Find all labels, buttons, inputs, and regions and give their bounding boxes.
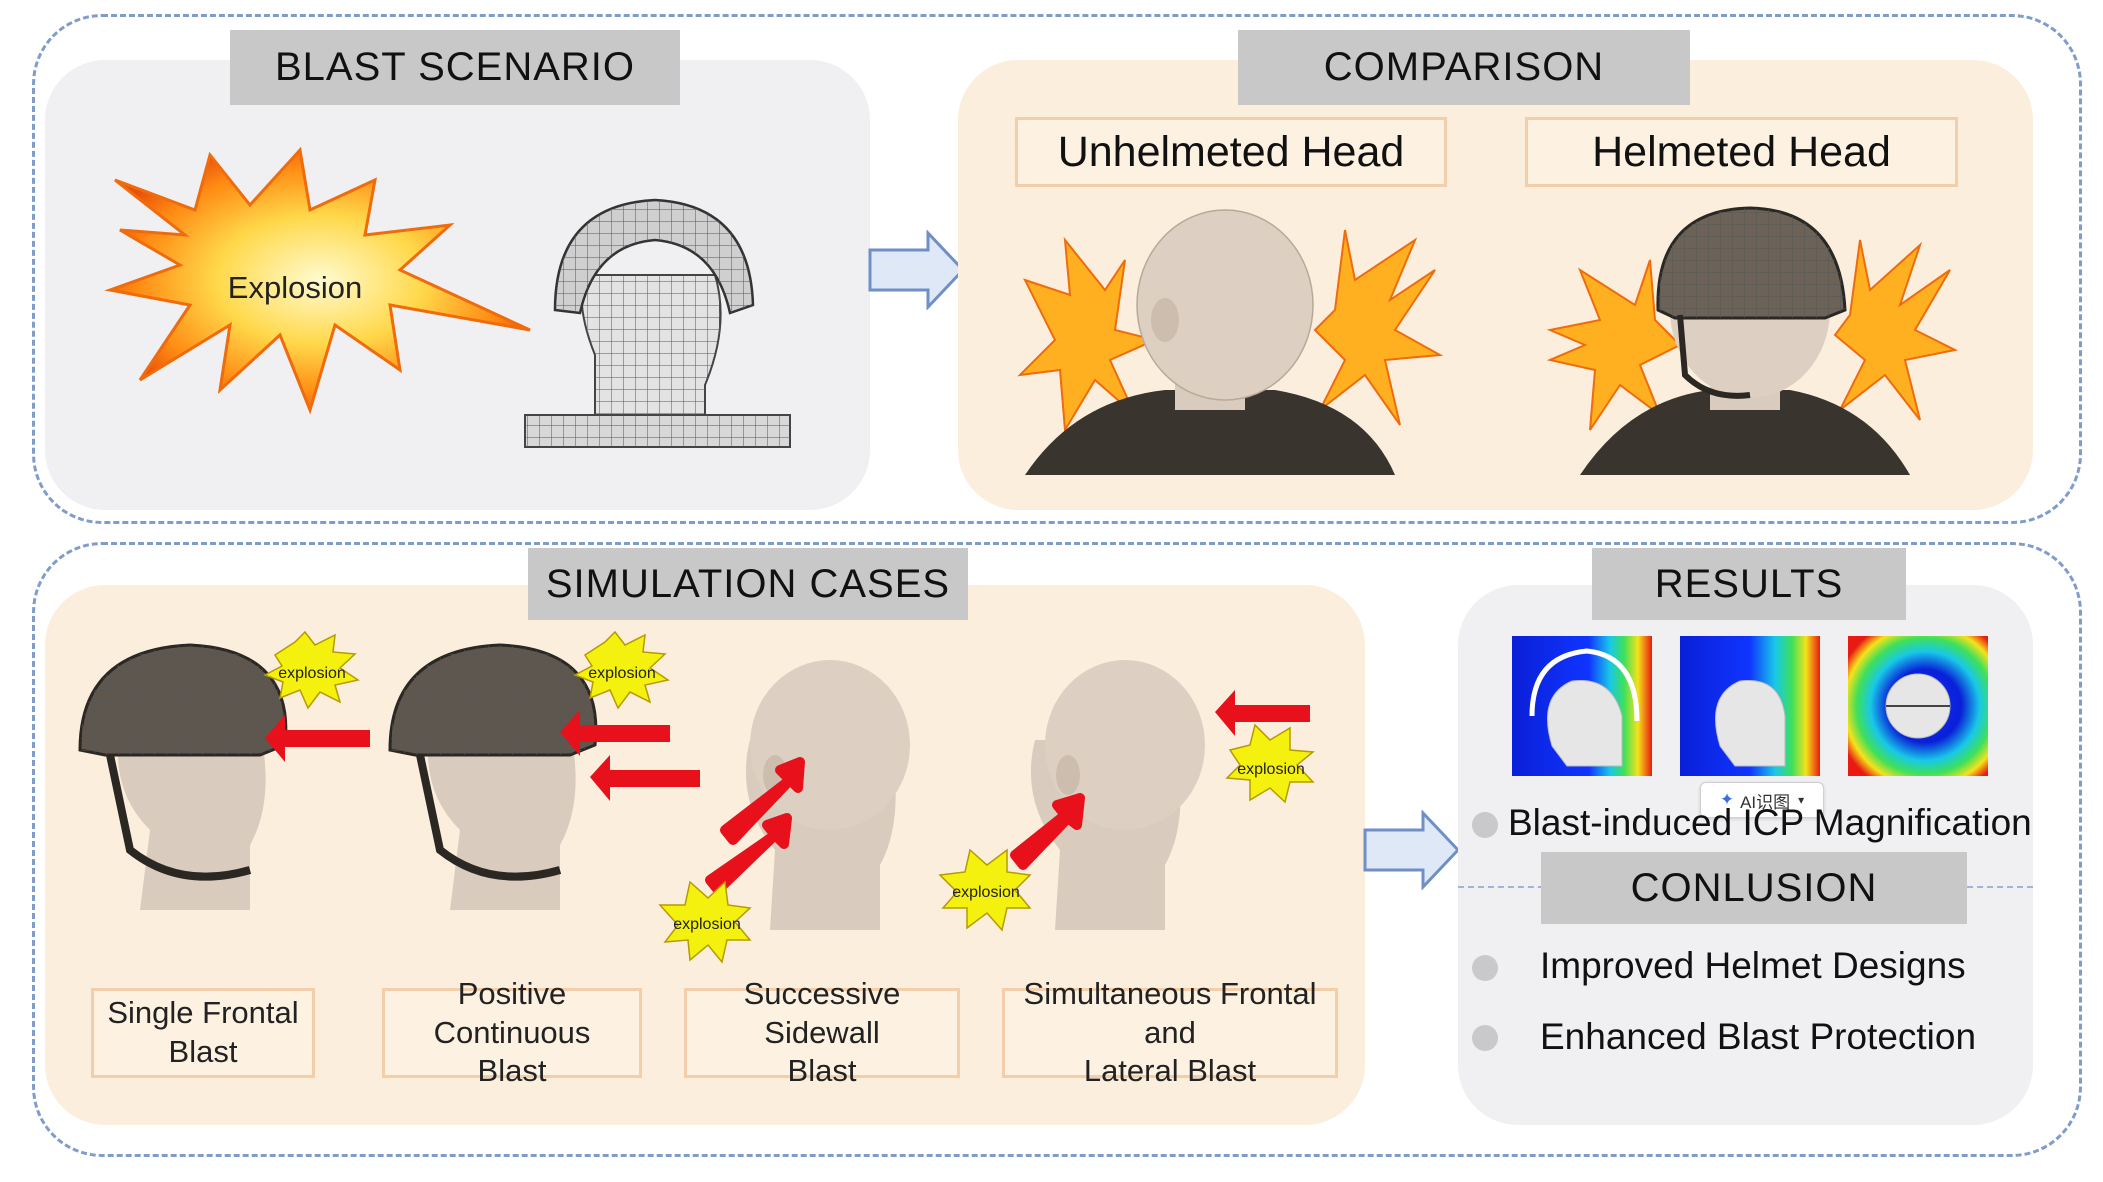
blast-scenario-title: BLAST SCENARIO: [230, 30, 680, 105]
ai-recognize-badge[interactable]: ✦ AI识图 ▾: [1700, 782, 1824, 818]
bullet-icon: [1472, 812, 1498, 838]
comparison-title: COMPARISON: [1238, 30, 1690, 105]
bottom-group-border: [32, 542, 2082, 1157]
case-single-frontal-illustration: explosion: [78, 630, 370, 910]
conclusion-item: Enhanced Blast Protection: [1540, 1016, 1977, 1057]
red-arrow-icon: [590, 755, 700, 801]
results-finding: Blast-induced ICP Magnification: [1508, 802, 2032, 843]
explosion-burst-icon: [263, 630, 360, 710]
burst-label: explosion: [952, 884, 1020, 901]
case-label-line2: Blast: [168, 1034, 238, 1069]
icp-result-map-2: [1680, 636, 1820, 776]
red-arrow-icon: [560, 710, 670, 756]
red-arrow-icon: [265, 715, 370, 762]
case-label-line2: Blast: [787, 1053, 857, 1089]
unhelmeted-head-illustration: [1017, 209, 1444, 475]
explosion-label: Explosion: [228, 270, 362, 305]
unhelmeted-head-label: Unhelmeted Head: [1015, 117, 1447, 187]
case-simultaneous-frontal-lateral-illustration: explosion explosion: [938, 660, 1315, 932]
bullet-icon: [1472, 955, 1498, 981]
burst-label: explosion: [278, 665, 346, 682]
conclusion-item: Improved Helmet Designs: [1540, 945, 1966, 986]
explosion-burst-icon: [104, 146, 531, 415]
red-arrow-icon: [720, 757, 805, 845]
bullet-icon: [1472, 1025, 1498, 1051]
icp-result-map-1: [1512, 636, 1652, 776]
helmeted-head-label: Helmeted Head: [1525, 117, 1958, 187]
case-label-line1: Successive Sidewall: [743, 975, 901, 1050]
explosion-burst-icon: [573, 630, 670, 710]
top-group-border: [32, 14, 2082, 524]
results-title: RESULTS: [1592, 548, 1906, 620]
helmeted-head-illustration: [1546, 206, 1959, 475]
blast-burst-icon: [1546, 259, 1682, 431]
burst-label: explosion: [588, 665, 656, 682]
explosion-illustration: Explosion: [104, 146, 531, 415]
conclusion-title: CONLUSION: [1541, 852, 1967, 924]
case-label-line1: Simultaneous Frontal and: [1023, 975, 1317, 1050]
case-label-line1: Positive: [457, 975, 567, 1011]
case-label-line2: Lateral Blast: [1083, 1053, 1257, 1089]
icp-result-map-3: [1848, 636, 1988, 776]
case-label-line1: Single Frontal: [107, 995, 299, 1031]
case-successive-sidewall-illustration: explosion: [658, 660, 910, 964]
explosion-burst-icon: [938, 848, 1032, 932]
flow-arrow-icon: [868, 230, 966, 310]
blast-burst-icon: [1313, 229, 1444, 426]
flow-arrow-icon: [1363, 810, 1461, 890]
red-arrow-icon: [705, 813, 792, 895]
explosion-burst-icon: [658, 880, 752, 964]
explosion-burst-icon: [1225, 723, 1315, 804]
burst-label: explosion: [1237, 761, 1305, 778]
simulation-cases-title: SIMULATION CASES: [528, 548, 968, 620]
ai-badge-label: AI识图: [1740, 792, 1791, 812]
burst-label: explosion: [673, 916, 741, 933]
mesh-head-helmet-illustration: [524, 198, 791, 448]
chevron-down-icon: ▾: [1798, 793, 1805, 807]
sparkle-icon: ✦: [1719, 790, 1735, 809]
blast-burst-icon: [1017, 236, 1159, 434]
red-arrow-icon: [1215, 690, 1310, 736]
case-positive-continuous-illustration: explosion: [388, 630, 700, 910]
red-arrow-icon: [1010, 793, 1085, 870]
blast-burst-icon: [1833, 239, 1959, 421]
case-label-line2: Continuous Blast: [433, 1014, 591, 1089]
